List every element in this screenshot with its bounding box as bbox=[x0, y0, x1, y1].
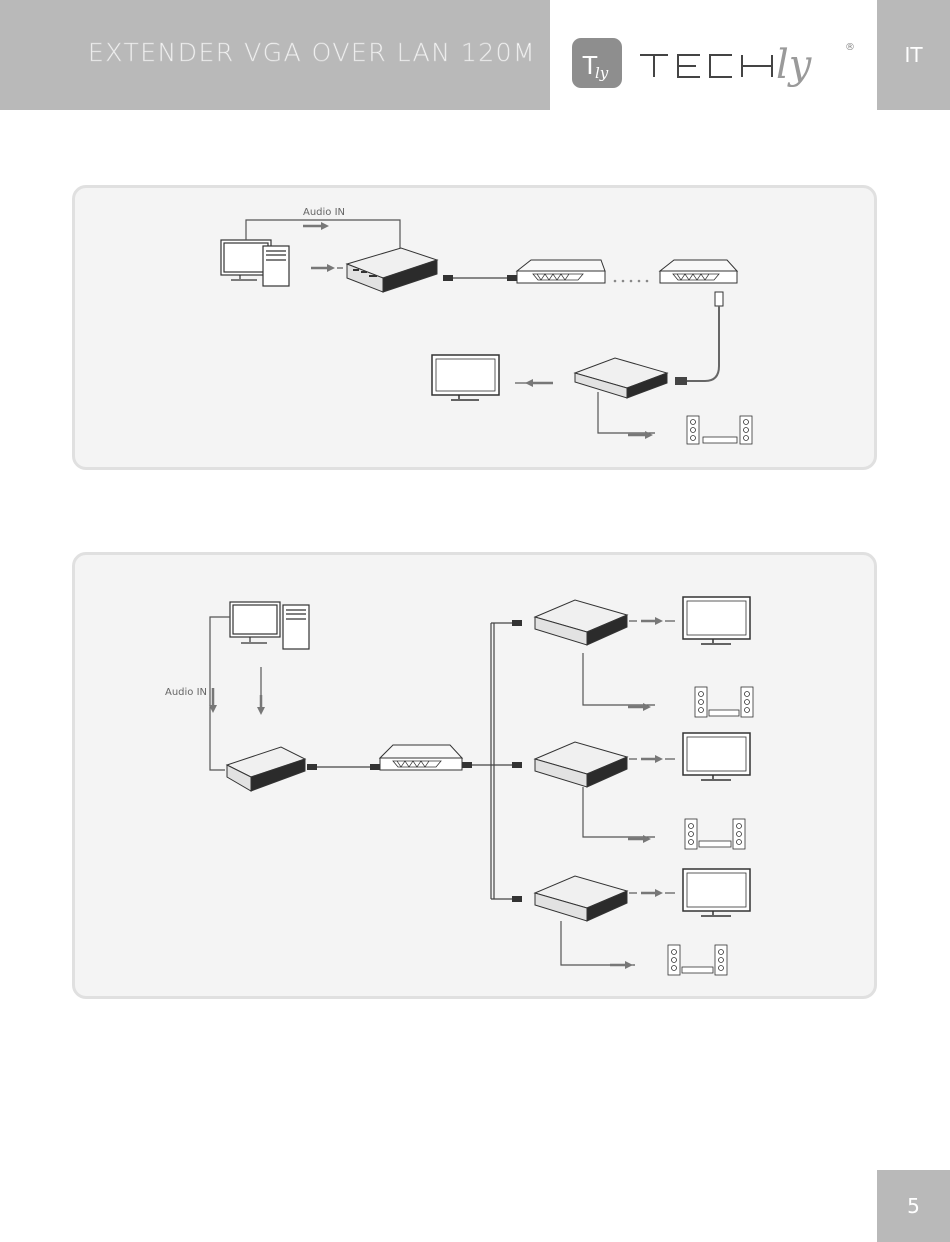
pc-icon bbox=[221, 240, 289, 286]
receiver-icon bbox=[535, 742, 627, 787]
receiver-icon bbox=[575, 358, 667, 398]
svg-text:ly: ly bbox=[776, 42, 813, 88]
tv-icon bbox=[683, 597, 750, 644]
speaker-system-icon bbox=[687, 416, 752, 444]
speaker-system-icon bbox=[695, 687, 753, 717]
receiver-icon bbox=[535, 600, 627, 645]
diagram-point-to-point: Audio IN bbox=[72, 185, 877, 470]
tv-icon bbox=[683, 733, 750, 780]
header-band: EXTENDER VGA OVER LAN 120M bbox=[0, 0, 550, 110]
registered-mark: ® bbox=[845, 42, 855, 53]
transmitter-icon bbox=[227, 747, 305, 791]
document-title: EXTENDER VGA OVER LAN 120M bbox=[88, 38, 536, 67]
receiver-icon bbox=[535, 876, 627, 921]
diagram2-svg: Audio IN bbox=[75, 555, 880, 1002]
audio-in-label: Audio IN bbox=[165, 687, 207, 698]
speaker-system-icon bbox=[685, 819, 745, 849]
page-number-tab: 5 bbox=[877, 1170, 950, 1242]
diagram-one-to-many: Audio IN bbox=[72, 552, 877, 999]
tv-icon bbox=[683, 869, 750, 916]
logo-wordmark-icon bbox=[640, 55, 772, 77]
diagram1-svg: Audio IN bbox=[75, 188, 880, 473]
speaker-system-icon bbox=[668, 945, 727, 975]
tv-icon bbox=[432, 355, 499, 400]
pc-icon bbox=[230, 602, 309, 649]
page-number: 5 bbox=[877, 1194, 950, 1218]
language-tab: IT bbox=[877, 0, 950, 110]
network-switch-icon bbox=[660, 260, 737, 283]
transmitter-icon bbox=[347, 248, 437, 292]
language-label: IT bbox=[877, 43, 950, 67]
techly-logo: T ly ly ® bbox=[550, 0, 877, 110]
svg-text:ly: ly bbox=[595, 64, 609, 82]
network-switch-icon bbox=[380, 745, 462, 770]
brand-logo-area: T ly ly ® bbox=[550, 0, 877, 110]
audio-in-label: Audio IN bbox=[303, 207, 345, 218]
network-switch-icon bbox=[517, 260, 605, 283]
